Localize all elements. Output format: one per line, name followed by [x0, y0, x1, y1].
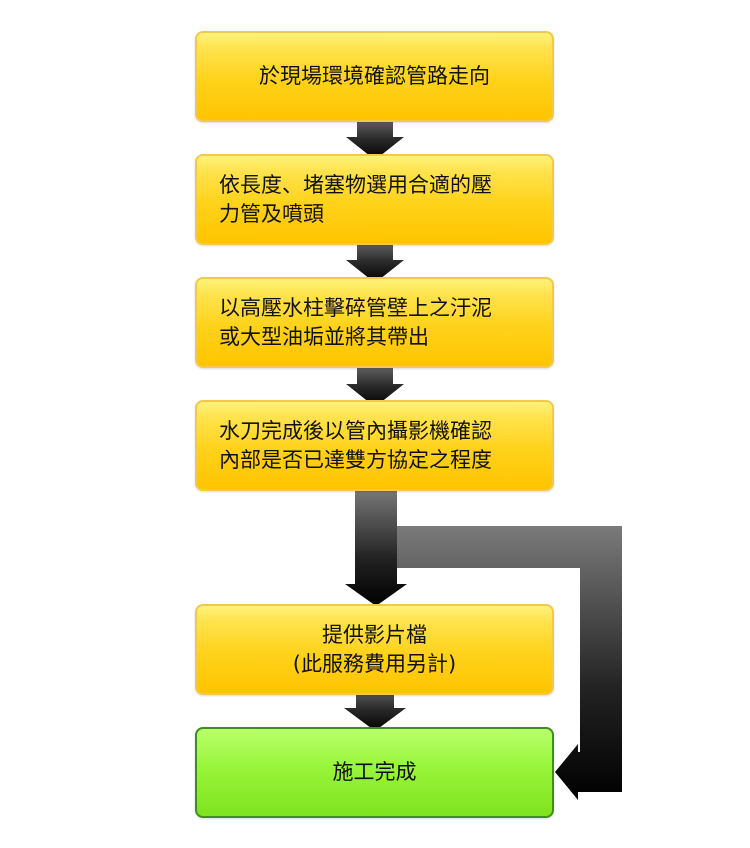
final-step-box: 施工完成	[195, 727, 554, 818]
final-step-label: 施工完成	[332, 760, 417, 784]
bypass-arrow	[397, 526, 622, 800]
step-label-3: 以高壓水柱擊碎管壁上之汙泥 或大型油垢並將其帶出	[219, 295, 492, 349]
step-box-5: 提供影片檔 (此服務費用另計)	[195, 604, 554, 695]
down-arrow-3	[346, 364, 404, 407]
step-box-2: 依長度、堵塞物選用合適的壓 力管及噴頭	[195, 154, 554, 245]
down-arrow-4	[345, 488, 407, 606]
step-box-4: 水刀完成後以管內攝影機確認 內部是否已達雙方協定之程度	[195, 400, 554, 491]
step-box-3: 以高壓水柱擊碎管壁上之汙泥 或大型油垢並將其帶出	[195, 277, 554, 368]
step-label-1: 於現場環境確認管路走向	[259, 64, 490, 88]
down-arrow-5	[344, 686, 406, 731]
step-label-4: 水刀完成後以管內攝影機確認 內部是否已達雙方協定之程度	[219, 418, 492, 472]
step-box-1: 於現場環境確認管路走向	[195, 31, 554, 122]
down-arrow-1	[346, 117, 404, 160]
down-arrow-2	[346, 240, 404, 283]
step-label-2: 依長度、堵塞物選用合適的壓 力管及噴頭	[219, 172, 492, 226]
step-label-5: 提供影片檔 (此服務費用另計)	[292, 622, 457, 676]
